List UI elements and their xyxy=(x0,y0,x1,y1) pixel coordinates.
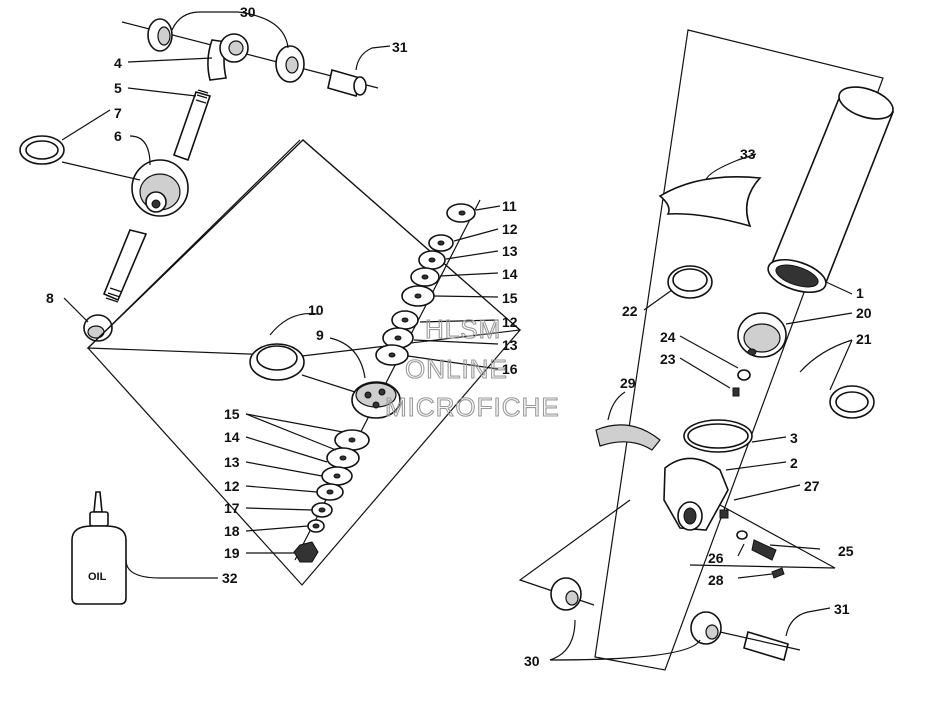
callout-17: 17 xyxy=(224,500,240,516)
callout-labels: 30 31 4 5 7 6 8 10 9 11 12 13 14 15 12 1… xyxy=(46,4,872,669)
callout-2: 2 xyxy=(790,455,798,471)
callout-5: 5 xyxy=(114,80,122,96)
fitting-27 xyxy=(719,509,729,519)
callout-12-mid: 12 xyxy=(502,314,518,330)
bottle-label: OIL xyxy=(88,571,107,583)
valve-stack xyxy=(249,199,481,563)
callout-18: 18 xyxy=(224,523,240,539)
callout-13-upper: 13 xyxy=(502,243,518,259)
washer-24 xyxy=(737,369,751,381)
callout-12-upper: 12 xyxy=(502,221,518,237)
sleeve-31-bottom xyxy=(743,630,789,662)
callout-21: 21 xyxy=(856,331,872,347)
shaft-lower xyxy=(102,229,148,302)
sleeve-31-top xyxy=(327,68,361,98)
leader-lines xyxy=(61,11,853,661)
callout-13-lower: 13 xyxy=(224,454,240,470)
callout-7: 7 xyxy=(114,105,122,121)
nut-19 xyxy=(293,541,319,563)
callout-3: 3 xyxy=(790,430,798,446)
callout-24: 24 xyxy=(660,329,676,345)
callout-1: 1 xyxy=(856,285,864,301)
callout-30-top: 30 xyxy=(240,4,256,20)
callout-4: 4 xyxy=(114,55,122,71)
callout-6: 6 xyxy=(114,128,122,144)
callout-8: 8 xyxy=(46,290,54,306)
decal-33 xyxy=(658,176,762,228)
callout-29: 29 xyxy=(620,375,636,391)
callout-30-bottom: 30 xyxy=(524,653,540,669)
svg-text:HLSM: HLSM xyxy=(425,314,501,344)
callout-31-bottom: 31 xyxy=(834,601,850,617)
callout-14-upper: 14 xyxy=(502,266,518,282)
callout-25: 25 xyxy=(838,543,854,559)
callout-19: 19 xyxy=(224,545,240,561)
callout-15-upper: 15 xyxy=(502,290,518,306)
svg-text:MICROFICHE: MICROFICHE xyxy=(385,392,560,422)
callout-20: 20 xyxy=(856,305,872,321)
plug-23 xyxy=(732,387,740,397)
callout-22: 22 xyxy=(622,303,638,319)
callout-15-lower: 15 xyxy=(224,406,240,422)
cylinder-1 xyxy=(768,95,895,286)
washer-26 xyxy=(736,530,748,540)
callout-32: 32 xyxy=(222,570,238,586)
callout-16: 16 xyxy=(502,361,518,377)
svg-text:ONLINE: ONLINE xyxy=(405,354,508,384)
watermark: HLSM ONLINE MICROFICHE xyxy=(384,313,560,422)
callout-26: 26 xyxy=(708,550,724,566)
callout-33: 33 xyxy=(740,146,756,162)
reservoir-assembly xyxy=(550,86,895,662)
shaft-assembly xyxy=(19,18,379,342)
callout-12-lower: 12 xyxy=(224,478,240,494)
shaft-5 xyxy=(172,91,212,162)
guard-29 xyxy=(595,424,661,451)
callout-11: 11 xyxy=(502,198,517,214)
callout-9: 9 xyxy=(316,327,324,343)
callout-13-mid: 13 xyxy=(502,337,518,353)
callout-31-top: 31 xyxy=(392,39,408,55)
valve-28 xyxy=(751,539,777,561)
oil-bottle-32: OIL xyxy=(71,491,127,605)
callout-10: 10 xyxy=(308,302,324,318)
callout-23: 23 xyxy=(660,351,676,367)
callout-14-lower: 14 xyxy=(224,429,240,445)
callout-28: 28 xyxy=(708,572,724,588)
callout-27: 27 xyxy=(804,478,820,494)
panel-right xyxy=(594,29,884,671)
